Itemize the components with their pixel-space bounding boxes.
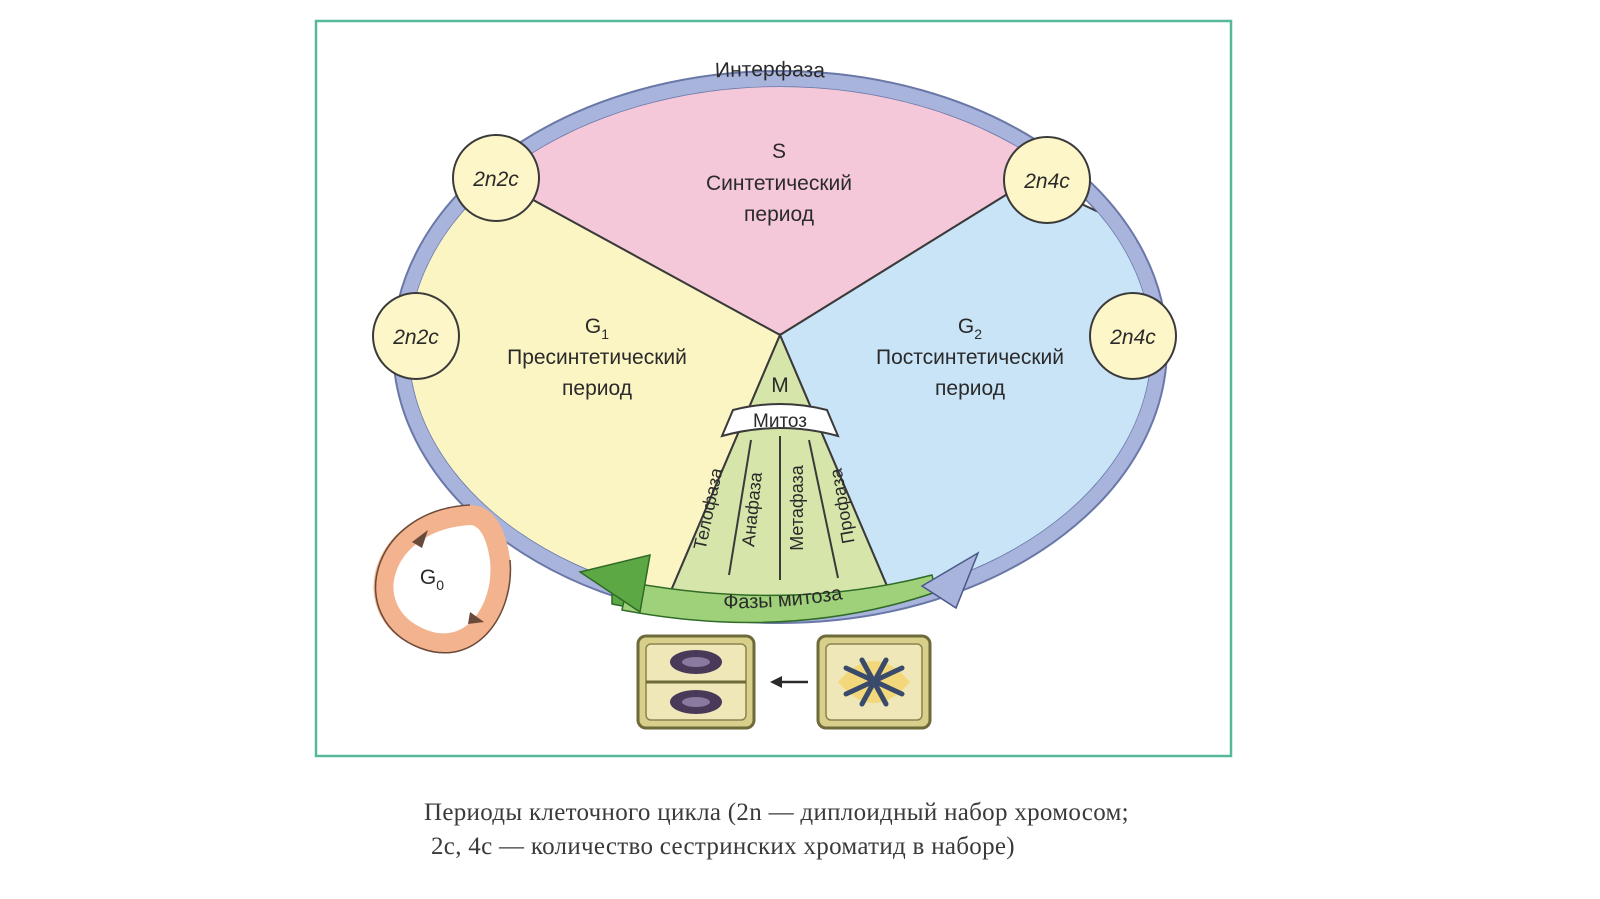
g0-loop-outline [374,504,512,654]
g2-phase-name-1: Постсинтетический [876,346,1064,369]
badge-top-left [452,134,540,222]
interphase-label: Интерфаза [714,58,825,82]
m-phase-code: M [771,374,789,397]
mitosis-arrowhead [578,554,651,614]
g1-phase-code: G1 [585,315,609,342]
mitoz-band [720,403,840,438]
g0-label: G0 [420,566,444,593]
badge-top-left-label: 2n2c [472,168,519,191]
s-phase-name-2: период [744,203,814,226]
s-phase-code: S [772,140,786,163]
mitosis-stage-divider-3 [808,439,839,579]
caption-line-1: Периоды клеточного цикла (2n — диплоидны… [424,799,1129,826]
g2-phase-code: G2 [958,315,982,342]
badge-left [372,292,460,380]
g2-phase-name-2: период [935,377,1005,400]
badge-right [1089,292,1177,380]
illustration-arrow [770,676,808,688]
g1-phase-name-1: Пресинтетический [507,346,687,369]
badge-top-right [1003,136,1091,224]
interphase-arrowhead [920,551,980,610]
badge-right-label: 2n4c [1109,326,1156,349]
caption-line-2: 2c, 4c — количество сестринских хроматид… [431,833,1015,860]
stage-metaphase: Метафаза [787,464,807,551]
mitosis-stage-divider-1 [728,439,752,576]
g0-loop [373,504,511,654]
figure-caption: Периоды клеточного цикла (2n — диплоидны… [424,796,1244,864]
badge-left-label: 2n2c [392,326,439,349]
s-phase-name-1: Синтетический [706,172,852,195]
mitoz-label: Митоз [753,411,807,432]
g0-arrowhead-up [412,530,428,548]
g0-arrowhead-down [468,612,484,624]
g1-phase-name-2: период [562,377,632,400]
dividing-cell-metaphase-illustration [816,634,932,730]
mitosis-phases-arrow-body [621,574,937,624]
badge-top-right-label: 2n4c [1023,170,1070,193]
dividing-cell-telophase-illustration [636,634,756,730]
